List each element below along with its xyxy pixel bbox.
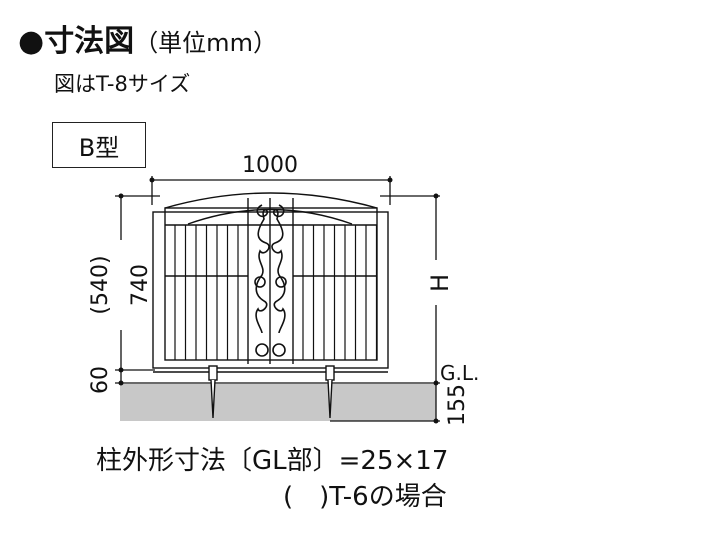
unit-label: （単位mm）	[134, 29, 277, 57]
dimension-dots	[118, 177, 439, 424]
fence-bars	[174, 225, 378, 360]
embed-depth-label: 155	[445, 384, 470, 426]
page-title: ●寸法図（単位mm）	[18, 16, 277, 60]
bullet-icon: ●	[18, 24, 45, 59]
ground-level-label: G.L.	[440, 361, 479, 385]
size-note: 図はT-8サイズ	[54, 72, 191, 96]
ground-band	[120, 384, 436, 421]
scroll-ornament	[254, 204, 287, 357]
type-badge: B型	[52, 122, 146, 168]
fence-height-label: 740	[128, 264, 153, 306]
total-height-label: H	[426, 274, 454, 292]
post-size-note: 柱外形寸法〔GL部〕=25×17	[96, 446, 449, 476]
clearance-label: 60	[88, 366, 113, 394]
title-text: 寸法図	[44, 24, 135, 59]
alt-case-note: ( )T-6の場合	[283, 482, 447, 512]
inner-height-label: (540)	[88, 255, 113, 314]
fence	[152, 192, 389, 373]
width-label: 1000	[242, 153, 298, 178]
posts	[208, 365, 335, 419]
